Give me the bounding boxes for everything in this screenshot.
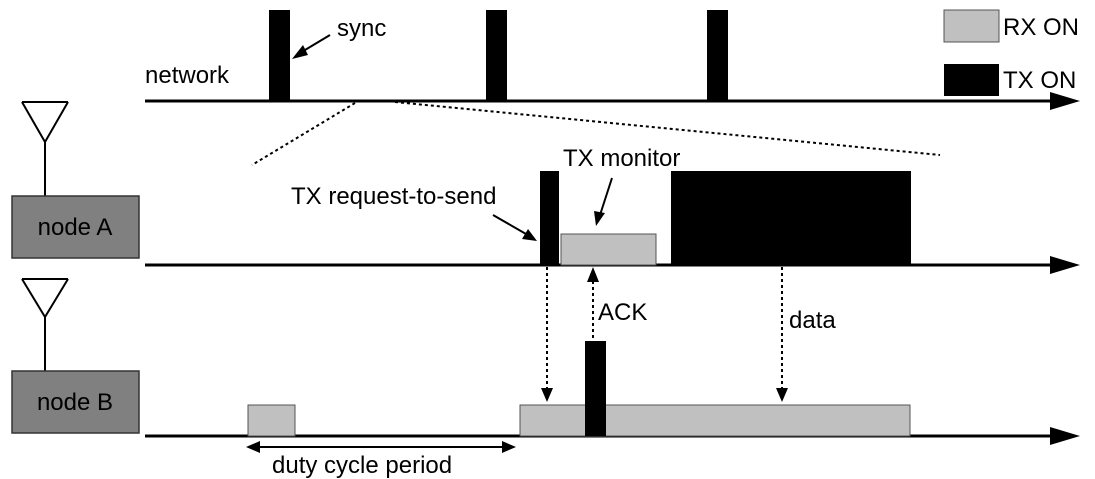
sync-pulse-2 (486, 10, 507, 101)
duty-cycle-label: duty cycle period (272, 452, 452, 479)
node-a-box (11, 195, 140, 259)
node-a-rx-monitor (560, 233, 657, 266)
tx-rts-pointer-head (522, 229, 537, 241)
sync-pointer-head (292, 45, 308, 59)
node-a-tx-data (671, 171, 911, 265)
node-b-label: node B (37, 389, 113, 416)
network-axis-arrowhead (1050, 92, 1080, 110)
legend-tx-label: TX ON (1003, 67, 1076, 94)
sync-pulse-1 (269, 10, 290, 101)
zoom-line-left (251, 102, 356, 166)
legend-rx-label: RX ON (1003, 14, 1079, 41)
antenna-b-left (21, 278, 46, 318)
node-b-box (11, 370, 140, 434)
rts-arrow-head (541, 388, 553, 402)
sync-label: sync (337, 15, 386, 42)
node-b-axis-arrowhead (1050, 427, 1080, 445)
node-a-axis-arrowhead (1050, 256, 1080, 274)
tx-monitor-pointer-head (594, 211, 605, 226)
antenna-a-right (44, 101, 69, 143)
zoom-line-right (394, 101, 941, 156)
antenna-b-right (44, 278, 69, 318)
sync-pulse-3 (707, 10, 728, 101)
antenna-a-left (21, 101, 46, 143)
node-a-tx-rts (540, 171, 559, 265)
tx-rts-pointer-line (492, 214, 527, 235)
tx-rts-label: TX request-to-send (291, 183, 496, 210)
tx-monitor-pointer-line (599, 177, 613, 216)
node-a-label: node A (38, 214, 113, 241)
duty-cycle-head-right (502, 441, 516, 453)
tx-monitor-label: TX monitor (563, 145, 680, 172)
node-b-rx-long (519, 404, 911, 437)
node-b-rx-duty (247, 404, 296, 437)
legend-tx-swatch (944, 64, 999, 96)
data-arrow-head (776, 388, 788, 402)
duty-cycle-head-left (246, 441, 260, 453)
legend-rx-swatch (943, 9, 1000, 43)
ack-label: ACK (598, 299, 647, 326)
network-label: network (145, 62, 230, 89)
node-b-tx-ack (585, 341, 606, 436)
ack-arrow-head (587, 267, 599, 282)
data-label: data (789, 307, 836, 334)
